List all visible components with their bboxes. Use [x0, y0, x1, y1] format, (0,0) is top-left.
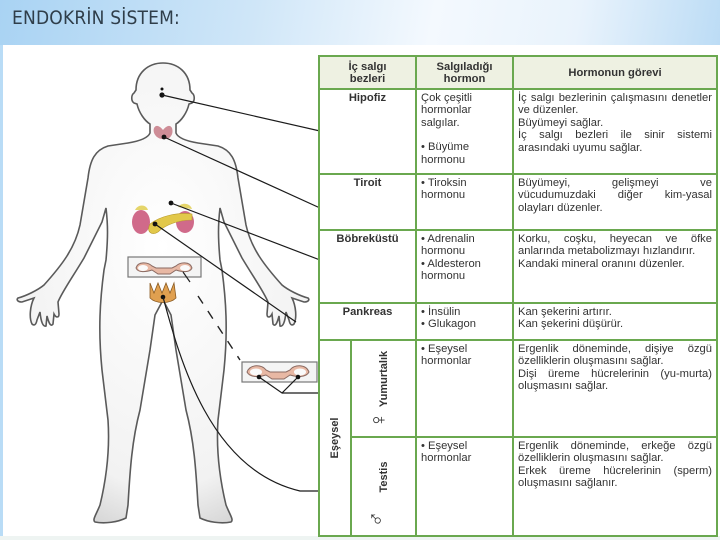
sex-glands-group: Eşeysel	[318, 339, 352, 537]
title-bar: ENDOKRİN SİSTEM:	[0, 0, 720, 45]
header-hormone-line2: hormon	[443, 72, 486, 85]
female-symbol-icon: ♀	[365, 411, 391, 429]
function-line: Ergenlik döneminde, erkeğe özgü özellikl…	[518, 440, 712, 465]
endocrine-table: İç salgı bezleri Salgıladığı hormon Horm…	[318, 55, 718, 537]
bottom-strip	[0, 536, 720, 540]
table-row-pankreas: Pankreas İnsülin Glukagon Kan şekerini a…	[318, 302, 718, 341]
table-row-testis: Testis ♂ Eşeysel hormonlar Ergenlik döne…	[319, 436, 718, 537]
gland-yumurtalik: Yumurtalık ♀	[350, 339, 417, 438]
dashed-connector	[197, 295, 241, 361]
hormone-item: Adrenalin hormonu	[421, 233, 508, 258]
function-yumurtalik: Ergenlik döneminde, dişiye özgü özellikl…	[512, 339, 718, 438]
function-line: Büyümeyi sağlar.	[518, 116, 604, 129]
pituitary-dot	[160, 87, 164, 91]
gland-tiroit: Tiroit	[318, 173, 417, 231]
thyroid-gland	[153, 125, 173, 140]
gland-bobrekustu: Böbreküstü	[318, 229, 417, 304]
header-hormone-line1: Salgıladığı	[436, 60, 493, 73]
function-line: Kan şekerini artırır.	[518, 306, 612, 318]
hormone-item: Büyüme hormonu	[421, 141, 508, 166]
hormone-yumurtalik: Eşeysel hormonlar	[415, 339, 514, 438]
hormone-pankreas: İnsülin Glukagon	[415, 302, 514, 341]
function-line: İç salgı bezlerinin çalışmasını denetler…	[518, 92, 712, 117]
function-line: Korku, coşku, heyecan ve öfke anlarında …	[518, 233, 712, 258]
pancreas	[148, 213, 193, 234]
header-function: Hormonun görevi	[512, 55, 718, 90]
function-line: Dişi üreme hücrelerinin (yu-murta) oluşm…	[518, 367, 712, 393]
hormone-item: Eşeysel hormonlar	[421, 440, 508, 465]
header-gland: İç salgı bezleri	[318, 55, 417, 90]
function-hipofiz: İç salgı bezlerinin çalışmasını denetler…	[512, 88, 718, 175]
header-function-line1: Hormonun görevi	[568, 66, 662, 79]
function-line: Erkek üreme hücrelerinin (sperm) oluşmas…	[518, 464, 712, 490]
header-hormone: Salgıladığı hormon	[415, 55, 514, 90]
table-row-tiroit: Tiroit Tiroksin hormonu Büyümeyi, gelişm…	[318, 173, 718, 231]
page-title: ENDOKRİN SİSTEM:	[12, 7, 180, 29]
hormone-item: Tiroksin hormonu	[421, 177, 508, 202]
hormone-item: İnsülin	[421, 306, 508, 318]
function-tiroit: Büyümeyi, gelişmeyi ve vücudumuzdaki diğ…	[512, 173, 718, 231]
function-line: Kandaki mineral oranını düzenler.	[518, 257, 685, 270]
hormone-intro: Çok çeşitli hormonlar salgılar.	[421, 92, 472, 129]
hormone-bobrekustu: Adrenalin hormonu Aldesteron hormonu	[415, 229, 514, 304]
hormone-item: Glukagon	[421, 318, 508, 330]
left-kidney	[132, 210, 150, 234]
human-body-illustration	[16, 62, 350, 524]
gland-testis: Testis ♂	[350, 436, 417, 537]
adrenal-left	[135, 205, 148, 210]
adrenal-right	[178, 203, 192, 209]
function-testis: Ergenlik döneminde, erkeğe özgü özellikl…	[512, 436, 718, 537]
gland-hipofiz: Hipofiz	[318, 88, 417, 175]
leader-lines	[154, 94, 350, 492]
endocrine-table-container: İç salgı bezleri Salgıladığı hormon Horm…	[318, 55, 718, 537]
function-line: İç salgı bezleri ile sinir sistemi arası…	[518, 129, 712, 154]
header-gland-line2: bezleri	[349, 72, 386, 85]
hormone-testis: Eşeysel hormonlar	[415, 436, 514, 537]
table-row-yumurtalik: Eşeysel Yumurtalık ♀ Eşeysel hormonlar E…	[318, 339, 718, 537]
hormone-item: Aldesteron hormonu	[421, 258, 508, 283]
table-row-hipofiz: Hipofiz Çok çeşitli hormonlar salgılar. …	[318, 88, 718, 175]
hormone-item: Eşeysel hormonlar	[421, 343, 508, 368]
function-line: Ergenlik döneminde, dişiye özgü özellikl…	[518, 343, 712, 368]
left-accent-strip	[0, 45, 3, 540]
hormone-tiroit: Tiroksin hormonu	[415, 173, 514, 231]
function-line: Büyümeyi, gelişmeyi ve vücudumuzdaki diğ…	[518, 177, 712, 214]
male-symbol-icon: ♂	[363, 510, 389, 528]
sex-group-label: Eşeysel	[328, 417, 341, 459]
function-pankreas: Kan şekerini artırır. Kan şekerini düşür…	[512, 302, 718, 341]
table-row-bobrekustu: Böbreküstü Adrenalin hormonu Aldesteron …	[318, 229, 718, 304]
gland-yumurtalik-label: Yumurtalık	[377, 350, 390, 408]
hormone-hipofiz: Çok çeşitli hormonlar salgılar. Büyüme h…	[415, 88, 514, 175]
header-gland-line1: İç salgı	[348, 60, 387, 73]
body-figure	[0, 45, 350, 540]
function-line: Kan şekerini düşürür.	[518, 318, 624, 331]
function-bobrekustu: Korku, coşku, heyecan ve öfke anlarında …	[512, 229, 718, 304]
table-header-row: İç salgı bezleri Salgıladığı hormon Horm…	[318, 55, 718, 90]
gland-pankreas: Pankreas	[318, 302, 417, 341]
gland-testis-label: Testis	[377, 461, 390, 493]
